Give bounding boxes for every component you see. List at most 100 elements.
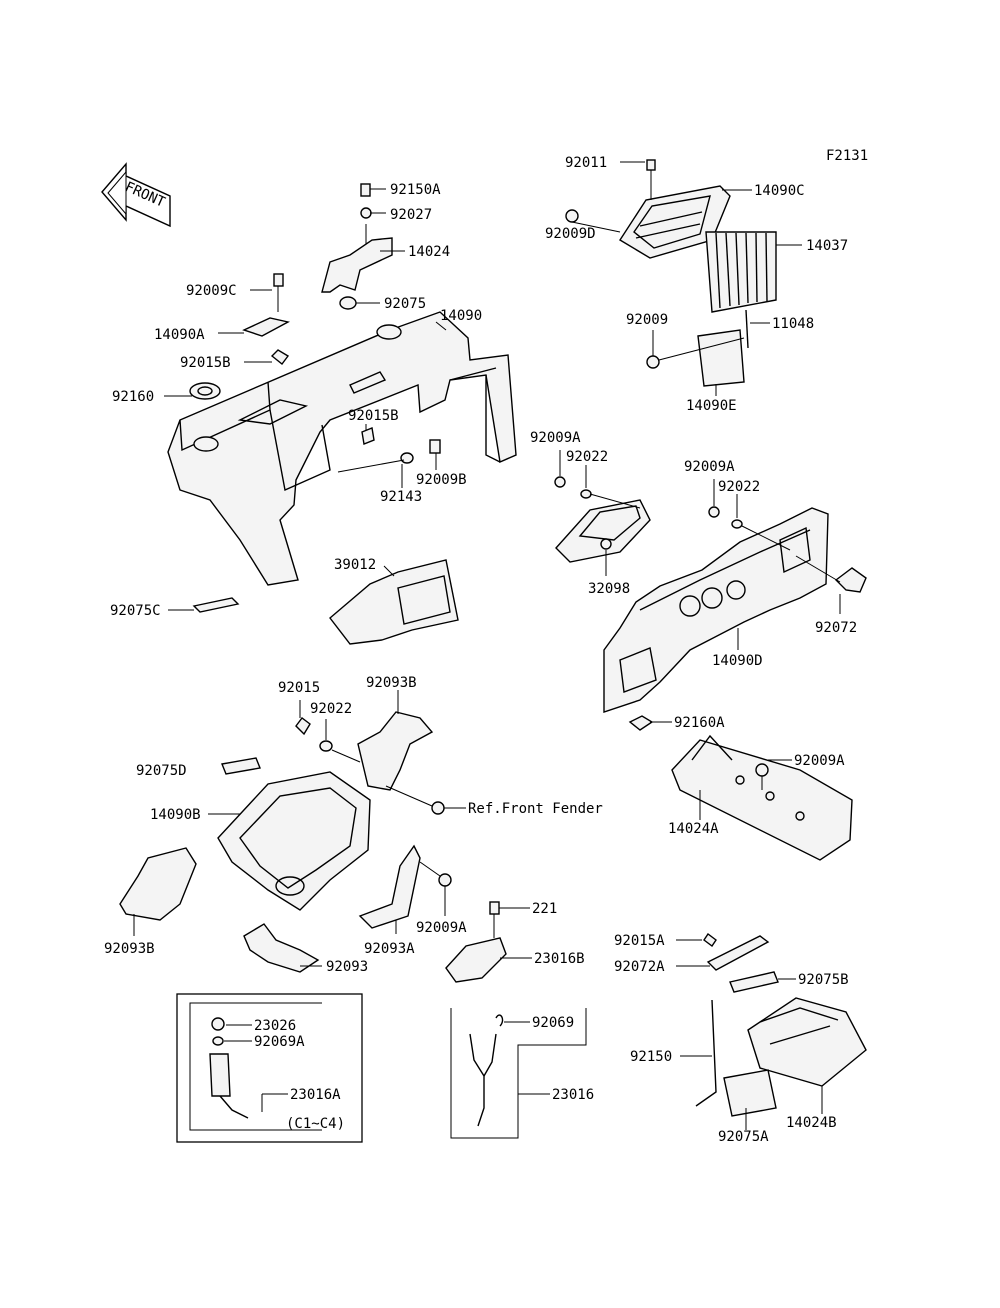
part-label: 39012 xyxy=(334,557,376,573)
part-label: 92160A xyxy=(674,715,725,731)
bolt-92009a-tray xyxy=(554,476,566,488)
part-92069a xyxy=(212,1036,224,1046)
part-label: 92009A xyxy=(416,920,467,936)
part-label: 92150 xyxy=(630,1049,672,1065)
part-label: 92009B xyxy=(416,472,467,488)
part-label: 92093B xyxy=(366,675,417,691)
nut-92015b xyxy=(270,349,290,365)
part-label: 221 xyxy=(532,901,557,917)
part-label: 14090B xyxy=(150,807,201,823)
bolt-92009a-panel xyxy=(708,506,720,518)
part-label: 14090D xyxy=(712,653,763,669)
washer-92022-tray xyxy=(319,740,333,752)
part-label: 92009A xyxy=(794,753,845,769)
part-label: 92069 xyxy=(532,1015,574,1031)
part-label: 92093B xyxy=(104,941,155,957)
strap-92072a xyxy=(706,935,770,971)
plate-14090e xyxy=(697,329,745,387)
bracket-14024 xyxy=(321,183,393,293)
part-label: 92027 xyxy=(390,207,432,223)
bracket-92093 xyxy=(243,923,320,973)
part-label: 14090A xyxy=(154,327,205,343)
bolt-92009 xyxy=(646,355,660,369)
part-label: 92015A xyxy=(614,933,665,949)
inset-box-c1-c4 xyxy=(176,993,363,1143)
bracket-92093b-upper xyxy=(357,711,434,791)
part-label: 14024A xyxy=(668,821,719,837)
fender-cover-14090 xyxy=(167,311,517,586)
rod-92150 xyxy=(695,999,717,1107)
nut-92015 xyxy=(295,717,311,736)
part-label: 92022 xyxy=(310,701,352,717)
grommet-92075 xyxy=(339,296,357,310)
part-label: 92015B xyxy=(348,408,399,424)
bolt-92009b xyxy=(429,439,441,454)
part-label: 92075D xyxy=(136,763,187,779)
plate-14090a xyxy=(242,317,290,337)
leader-lines xyxy=(133,161,841,1130)
inset-box-23016 xyxy=(450,1008,587,1139)
bracket-92093a xyxy=(358,844,421,929)
screw-221 xyxy=(489,901,500,915)
clip-92015b xyxy=(361,427,375,445)
part-label: 14037 xyxy=(806,238,848,254)
bracket-92093b-left xyxy=(119,847,197,921)
part-label: 92143 xyxy=(380,489,422,505)
part-label: 14024 xyxy=(408,244,450,260)
pad-92075d xyxy=(221,757,261,775)
washer-92022-panel xyxy=(731,519,743,529)
part-label: 14090 xyxy=(440,308,482,324)
part-label: 92069A xyxy=(254,1034,305,1050)
harness-23016a xyxy=(209,1053,231,1097)
part-label: 92015 xyxy=(278,680,320,696)
part-label: 92160 xyxy=(112,389,154,405)
rail-14024a xyxy=(671,734,853,861)
grommet-92160 xyxy=(189,382,221,400)
switch-23016b xyxy=(445,937,507,983)
part-label: 92015B xyxy=(180,355,231,371)
part-labels: 92011 14090C 92009D 14037 92009 11048 14… xyxy=(104,155,857,1145)
panel-14090d xyxy=(603,507,829,713)
part-label: 11048 xyxy=(772,316,814,332)
front-arrow-icon: FRONT xyxy=(101,162,171,228)
part-label: 32098 xyxy=(588,581,630,597)
part-label: 92093 xyxy=(326,959,368,975)
part-label: 92075A xyxy=(718,1129,769,1145)
grille-frame-14090c xyxy=(565,159,731,259)
part-label: 23016 xyxy=(552,1087,594,1103)
part-label: 23016A xyxy=(290,1087,341,1103)
part-label: 92011 xyxy=(565,155,607,171)
part-label: 23016B xyxy=(534,951,585,967)
bolt-92009a-rail xyxy=(755,763,769,777)
part-label: 92022 xyxy=(718,479,760,495)
duct-39012 xyxy=(329,559,459,645)
part-label: 92150A xyxy=(390,182,441,198)
ref-front-fender-label: Ref.Front Fender xyxy=(468,801,603,817)
bolt-ref-front-fender xyxy=(431,801,445,815)
bolt-92009c xyxy=(273,273,284,287)
part-label: 92009C xyxy=(186,283,237,299)
battery-14024b xyxy=(747,997,867,1087)
part-label: 92009A xyxy=(684,459,735,475)
pad-92075c xyxy=(192,597,240,613)
clip-92069 xyxy=(495,1014,504,1027)
cooling-fins-14037 xyxy=(705,231,777,313)
part-label: 92075 xyxy=(384,296,426,312)
part-label: 92075B xyxy=(798,972,849,988)
part-label: 14090E xyxy=(686,398,737,414)
bolt-92009a-bracket xyxy=(438,873,452,887)
rod-11048 xyxy=(745,309,749,349)
harness-23016 xyxy=(469,1033,485,1127)
part-label: 14024B xyxy=(786,1115,837,1131)
part-label: 92009D xyxy=(545,226,596,242)
pad-92075a xyxy=(723,1069,777,1117)
variant-note: (C1~C4) xyxy=(286,1116,345,1132)
part-label: 92009A xyxy=(530,430,581,446)
pad-92075b xyxy=(729,971,779,993)
tray-32098 xyxy=(555,499,651,563)
part-label: 14090C xyxy=(754,183,805,199)
cap-23026 xyxy=(211,1017,225,1031)
part-label: 92075C xyxy=(110,603,161,619)
